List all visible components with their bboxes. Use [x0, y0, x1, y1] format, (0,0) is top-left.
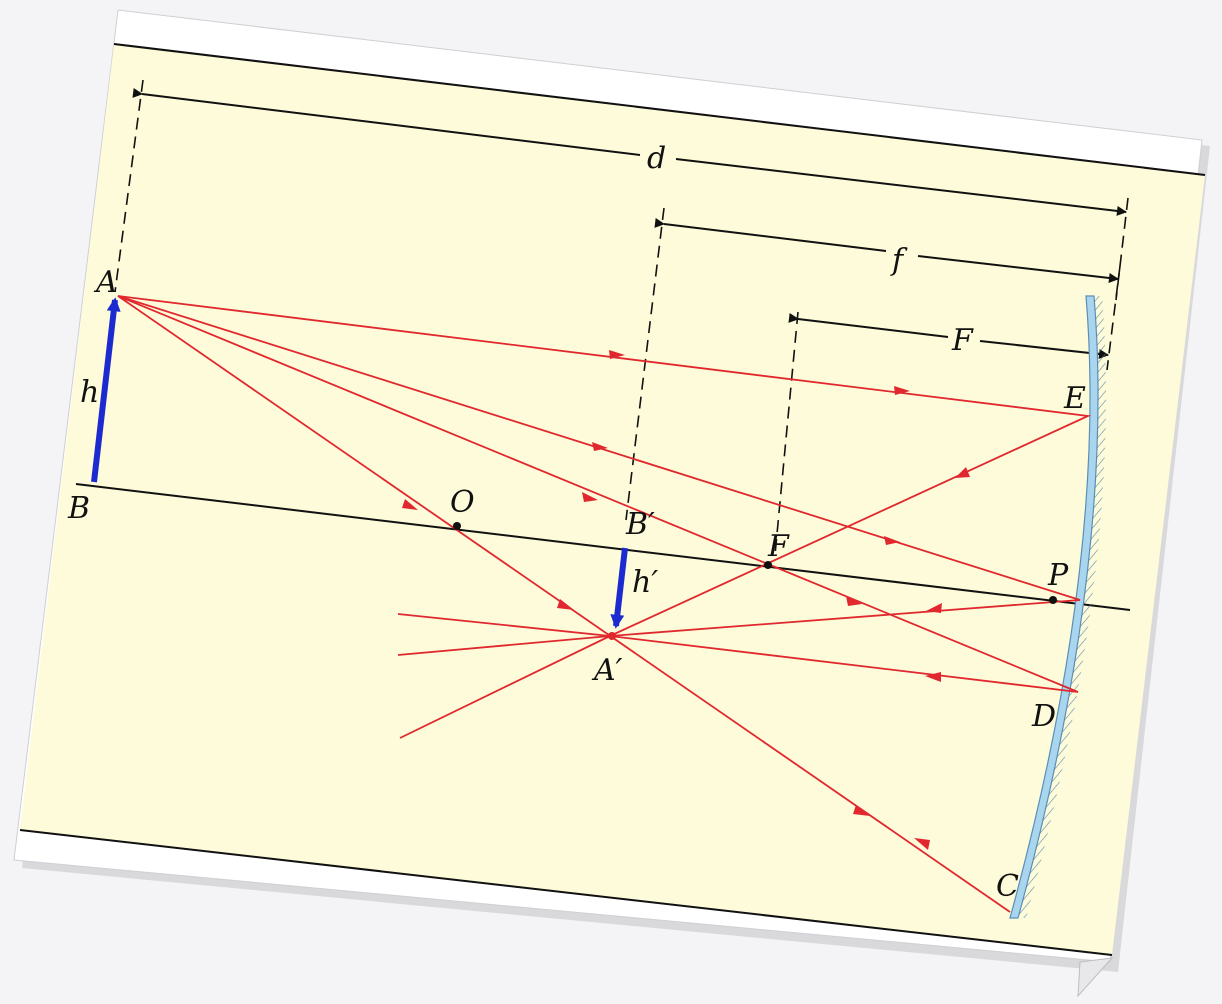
principal-axis: [75, 483, 1131, 611]
paper-top-edge: [113, 43, 1206, 176]
reference-lines: [114, 79, 1129, 556]
label-A-prime: A′: [591, 653, 623, 688]
mirror-hatching: [1018, 296, 1107, 918]
dimension-d: [132, 87, 1127, 216]
ray-arrowheads: [402, 350, 970, 850]
point-F: [764, 561, 772, 569]
point-A-prime: [608, 632, 616, 640]
label-A: A: [93, 265, 118, 300]
label-C: C: [996, 869, 1019, 904]
label-P: P: [1047, 558, 1069, 593]
label-B-prime: B′: [625, 507, 655, 542]
label-D: D: [1031, 699, 1056, 734]
page-curl: [1077, 957, 1114, 998]
label-O: O: [450, 485, 475, 520]
paper-bottom-edge: [19, 829, 1113, 956]
point-O: [453, 522, 461, 530]
image-arrow: [610, 547, 628, 629]
label-E: E: [1063, 381, 1086, 416]
label-h-prime: h′: [632, 565, 658, 600]
key-points: [453, 522, 1057, 640]
object-arrow: [91, 297, 121, 483]
label-B: B: [67, 491, 90, 526]
label-d: d: [647, 141, 666, 176]
label-F-point: F: [767, 529, 790, 564]
dimension-f: [654, 217, 1119, 283]
label-F-dimension: F: [951, 323, 974, 358]
label-h: h: [80, 375, 99, 410]
point-P: [1049, 596, 1057, 604]
dimension-F: [788, 312, 1109, 359]
